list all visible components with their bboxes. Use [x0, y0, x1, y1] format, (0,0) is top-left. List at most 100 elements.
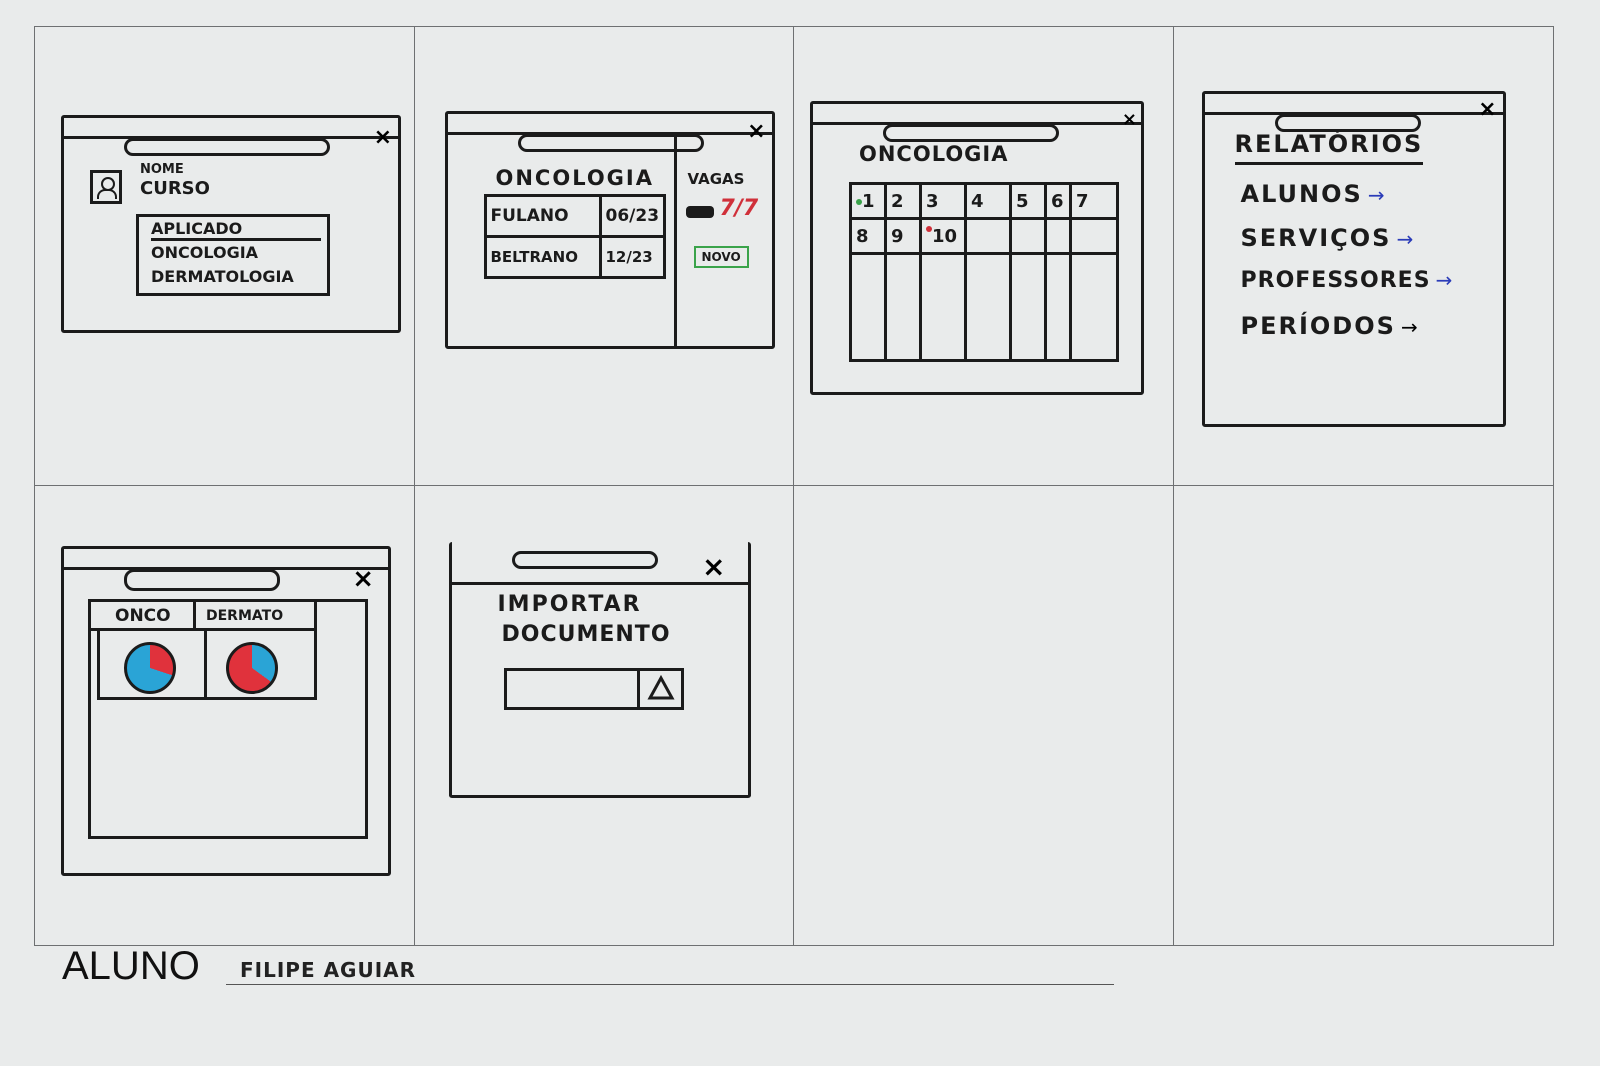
calendar-day[interactable] [849, 252, 887, 362]
report-list: ALUNOS → SERVIÇOS → PROFESSORES → PERÍOD… [1241, 180, 1453, 356]
page-title: RELATÓRIOS [1234, 130, 1424, 165]
dropdown-selected[interactable]: APLICADO [151, 219, 321, 241]
storyboard-grid: × NOME CURSO APLICADO ONCOLOGIA DERMATOL… [34, 26, 1554, 946]
arrow-right-icon: → [1401, 315, 1418, 339]
calendar-day[interactable] [964, 252, 1012, 362]
title-bar: × [813, 111, 1141, 142]
frame-charts: × ONCO DERMATO [35, 486, 415, 945]
student-date: 06/23 [598, 194, 667, 238]
student-name: FULANO [483, 194, 602, 238]
frame-import: × IMPORTAR DOCUMENTO [415, 486, 794, 945]
window: × NOME CURSO APLICADO ONCOLOGIA DERMATOL… [61, 115, 401, 333]
calendar-grid: 1 2 3 4 5 6 7 8 9 10 [849, 182, 1119, 362]
frame-empty [1174, 486, 1554, 945]
content-panel: ONCO DERMATO [88, 599, 368, 839]
student-name: FILIPE AGUIAR [240, 958, 417, 982]
course-label: CURSO [140, 178, 210, 199]
report-item-alunos[interactable]: ALUNOS → [1240, 180, 1385, 208]
report-item-servicos[interactable]: SERVIÇOS → [1240, 224, 1414, 252]
new-button[interactable]: NOVO [693, 246, 749, 268]
calendar-day[interactable]: 5 [1009, 182, 1047, 220]
calendar-day[interactable]: 2 [884, 182, 922, 220]
calendar-day[interactable] [1009, 252, 1047, 362]
tab-onco[interactable]: ONCO [88, 599, 196, 631]
calendar-week: 8 9 10 [849, 217, 1119, 255]
calendar-day[interactable] [1044, 217, 1072, 255]
frame-reports: × RELATÓRIOS ALUNOS → SERVIÇOS → PROFESS… [1173, 27, 1553, 486]
chart-divider [204, 628, 207, 700]
tab-dermato[interactable]: DERMATO [193, 599, 317, 631]
close-icon[interactable]: × [1478, 97, 1497, 122]
title-bar: × [447, 121, 772, 152]
calendar-day[interactable]: 9 [884, 217, 922, 255]
enrollment-table: FULANO 06/23 BELTRANO 12/23 [483, 194, 667, 279]
upload-triangle-icon [646, 675, 675, 700]
frame-course-list: × ONCOLOGIA VAGAS FULANO 06/23 BELTRANO … [414, 27, 794, 486]
vagas-count: 7/7 [719, 196, 759, 221]
calendar-day[interactable]: 8 [849, 217, 887, 255]
report-item-periodos[interactable]: PERÍODOS → [1240, 312, 1418, 340]
page-title: ONCOLOGIA [495, 166, 654, 190]
student-name: BELTRANO [483, 235, 602, 279]
calendar-day[interactable] [1069, 217, 1119, 255]
calendar-day[interactable]: 4 [964, 182, 1012, 220]
pie-chart-dermato[interactable] [226, 642, 278, 694]
frame-calendar: × ONCOLOGIA 1 2 3 4 5 6 7 8 9 10 [794, 27, 1174, 486]
frame-empty [794, 486, 1174, 945]
address-bar [511, 551, 658, 569]
calendar-day[interactable]: 10 [919, 217, 967, 255]
calendar-day[interactable]: 1 [849, 182, 887, 220]
arrow-right-icon: → [1435, 268, 1453, 292]
title-bar: × [451, 551, 748, 585]
calendar-day[interactable] [1044, 252, 1072, 362]
table-row[interactable]: BELTRANO 12/23 [483, 235, 667, 279]
calendar-day[interactable]: 7 [1069, 182, 1119, 220]
page-title: ONCOLOGIA [859, 142, 1009, 166]
dropdown-option-dermatologia[interactable]: DERMATOLOGIA [151, 267, 294, 286]
vagas-header: VAGAS [687, 170, 745, 188]
close-icon[interactable]: × [373, 125, 392, 150]
calendar-day[interactable] [1069, 252, 1119, 362]
calendar-day[interactable] [919, 252, 967, 362]
divider [673, 134, 677, 348]
close-icon[interactable]: × [352, 564, 374, 594]
close-icon[interactable]: × [702, 550, 726, 583]
report-item-professores[interactable]: PROFESSORES → [1240, 268, 1453, 293]
avatar-icon [90, 170, 122, 204]
address-bar [124, 569, 280, 591]
window: × ONCOLOGIA VAGAS FULANO 06/23 BELTRANO … [444, 111, 775, 349]
page-title-line2: DOCUMENTO [501, 622, 671, 647]
calendar-week: 1 2 3 4 5 6 7 [849, 182, 1119, 220]
title-bar: × [64, 566, 388, 592]
upload-button[interactable] [636, 671, 681, 707]
title-bar: × [64, 127, 398, 156]
signature-line [226, 984, 1114, 985]
name-label: NOME [140, 162, 184, 177]
status-dot-red [926, 225, 932, 232]
window: × ONCOLOGIA 1 2 3 4 5 6 7 8 9 10 [810, 101, 1144, 395]
student-label: ALUNO [62, 944, 200, 988]
pie-chart-onco[interactable] [124, 642, 176, 694]
chart-area [97, 628, 317, 700]
address-bar [883, 124, 1059, 142]
address-bar [517, 134, 704, 152]
arrow-right-icon: → [1367, 183, 1385, 207]
calendar-day[interactable] [964, 217, 1012, 255]
car-icon [685, 206, 714, 218]
close-icon[interactable]: × [747, 119, 766, 144]
course-dropdown[interactable]: APLICADO ONCOLOGIA DERMATOLOGIA [136, 214, 330, 296]
file-input[interactable] [503, 668, 684, 710]
dropdown-option-oncologia[interactable]: ONCOLOGIA [151, 243, 259, 262]
address-bar [124, 138, 330, 156]
calendar-day[interactable]: 3 [919, 182, 967, 220]
calendar-day[interactable]: 6 [1044, 182, 1072, 220]
student-date: 12/23 [598, 235, 667, 279]
close-icon[interactable]: × [1121, 109, 1137, 130]
calendar-day[interactable] [884, 252, 922, 362]
calendar-day[interactable] [1009, 217, 1047, 255]
status-dot-green [856, 198, 862, 205]
frame-course-select: × NOME CURSO APLICADO ONCOLOGIA DERMATOL… [35, 27, 415, 486]
window: × RELATÓRIOS ALUNOS → SERVIÇOS → PROFESS… [1201, 91, 1506, 427]
table-row[interactable]: FULANO 06/23 [483, 194, 667, 238]
calendar-week [849, 252, 1119, 362]
